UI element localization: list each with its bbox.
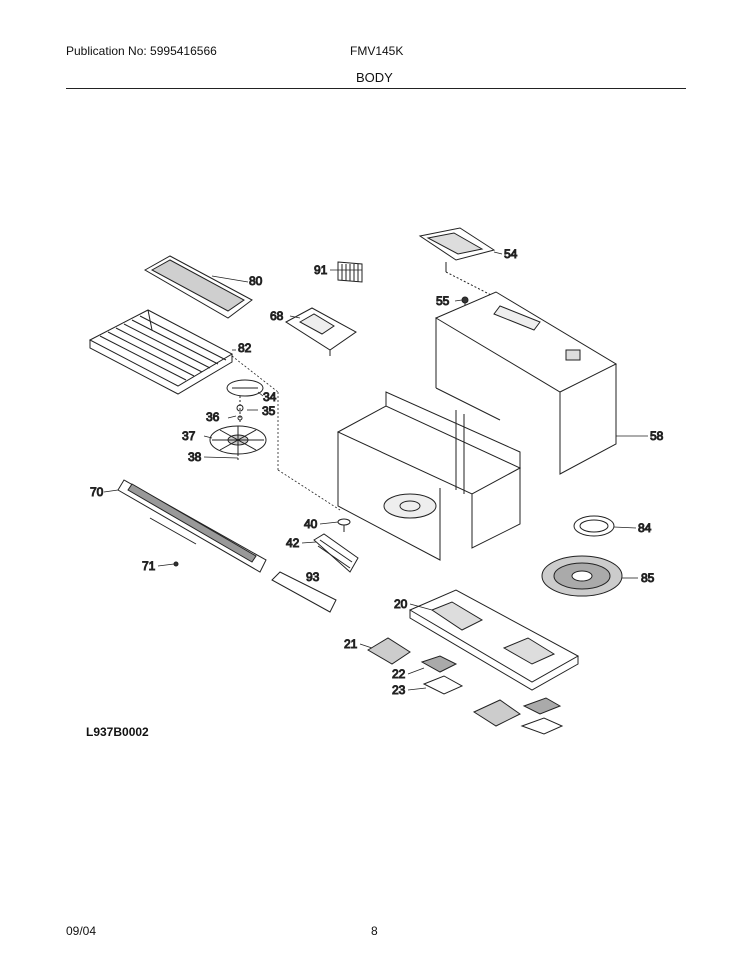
part-label-68: 68 [270, 309, 284, 323]
oven-cavity-shape [336, 391, 522, 561]
page-number: 8 [371, 924, 378, 938]
part-labels: 54 91 80 55 68 82 34 36 35 37 58 38 70 4… [90, 247, 665, 698]
part-label-22: 22 [392, 667, 406, 681]
part-label-20: 20 [394, 597, 408, 611]
part-85-shape [541, 555, 623, 597]
model-number: FMV145K [350, 44, 404, 58]
part-label-70: 70 [90, 485, 104, 499]
part-label-84: 84 [638, 521, 652, 535]
diagram-code: L937B0002 [86, 725, 149, 739]
leader-lines [103, 251, 648, 691]
part-21-23-shapes [367, 637, 564, 735]
footer-date: 09/04 [66, 924, 97, 938]
part-label-55: 55 [436, 294, 450, 308]
header-rule [66, 88, 686, 89]
part-70-shape [117, 479, 267, 573]
publication-number: Publication No: 5995416566 [66, 44, 217, 58]
part-82-shape [88, 309, 234, 395]
part-label-36: 36 [206, 410, 220, 424]
part-label-80: 80 [249, 274, 263, 288]
section-title: BODY [356, 70, 393, 85]
part-34-36-shapes [226, 379, 264, 424]
part-label-23: 23 [392, 683, 406, 697]
part-label-21: 21 [344, 637, 358, 651]
part-label-85: 85 [641, 571, 655, 585]
part-71-shape [173, 561, 179, 567]
part-20-shape [408, 589, 580, 691]
part-label-40: 40 [304, 517, 318, 531]
part-label-37: 37 [182, 429, 196, 443]
part-80-shape [143, 255, 253, 319]
part-91-shape [337, 261, 363, 283]
part-84-shape [573, 515, 615, 537]
part-68-shape [285, 307, 357, 356]
part-label-91: 91 [314, 263, 328, 277]
part-label-34: 34 [263, 390, 277, 404]
part-label-54: 54 [504, 247, 518, 261]
part-label-35: 35 [262, 404, 276, 418]
part-label-82: 82 [238, 341, 252, 355]
part-58-shape [434, 291, 618, 475]
part-label-42: 42 [286, 536, 300, 550]
part-37-shape [209, 425, 267, 462]
part-42-shape [313, 533, 359, 573]
part-label-93: 93 [306, 570, 320, 584]
part-label-38: 38 [188, 450, 202, 464]
part-93-shape [271, 571, 337, 613]
part-label-58: 58 [650, 429, 664, 443]
part-40-shape [337, 518, 351, 532]
part-label-71: 71 [142, 559, 156, 573]
